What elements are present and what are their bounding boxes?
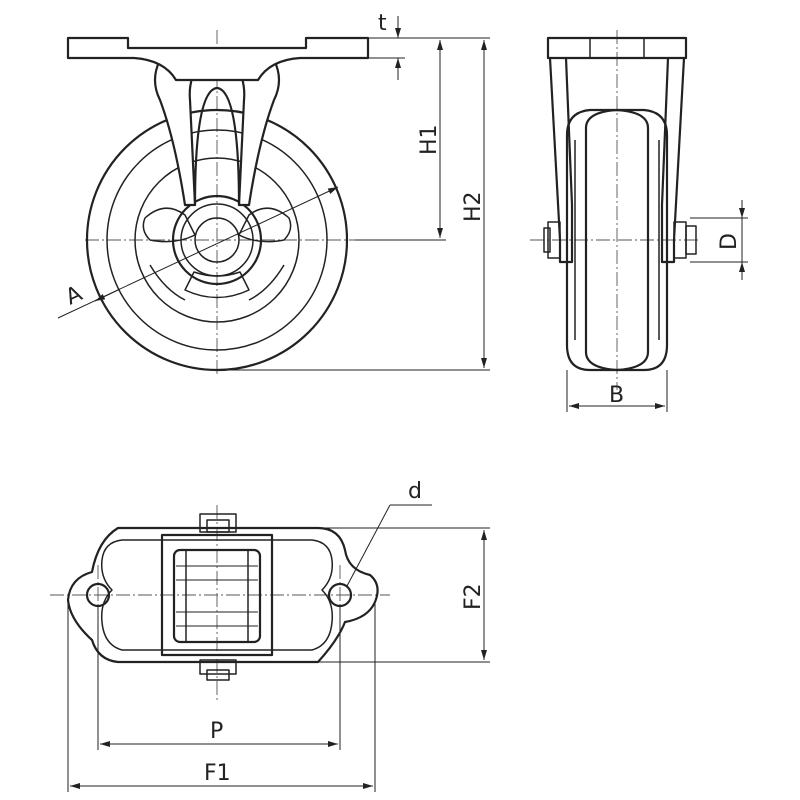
- axle-head-top-inner: [206, 519, 230, 533]
- spoke-rib-left: [149, 264, 186, 301]
- front-view: t H1 H2 A: [57, 11, 490, 375]
- dim-label-d: D: [717, 233, 742, 250]
- dim-d-small-leader: [346, 504, 391, 587]
- dim-label-b: B: [609, 383, 624, 408]
- spoke-window-right: [238, 207, 292, 243]
- dim-label-t: t: [378, 11, 387, 36]
- axle-bolt-end: [685, 225, 697, 255]
- side-wheel-outline: [565, 108, 669, 372]
- hub-middle: [180, 203, 254, 277]
- spoke-window-left: [142, 207, 196, 243]
- spoke-rib-right: [248, 264, 285, 301]
- wheel-tire-inner: [106, 129, 328, 351]
- axle-nut-left-cap: [543, 227, 551, 253]
- mounting-plate-side: [546, 36, 688, 60]
- dim-label-h2: H2: [461, 191, 486, 222]
- mounting-plate-inner-rim: [100, 539, 334, 651]
- axle-head-bottom: [199, 659, 237, 675]
- dim-a-arrow-left: [94, 288, 121, 302]
- dim-label-f1: F1: [204, 761, 231, 786]
- fork-housing-top: [160, 533, 274, 657]
- spoke-window-bottom: [184, 271, 250, 299]
- side-tire-profile: [584, 108, 650, 372]
- dim-label-f2: F2: [461, 583, 486, 610]
- dim-label-h1: H1: [417, 124, 442, 155]
- dim-label-d-small: d: [408, 479, 422, 504]
- wheel-rim: [134, 157, 300, 323]
- dim-label-p: P: [210, 719, 223, 744]
- mounting-plate-top: [66, 526, 379, 664]
- top-view: d F2 P F1: [50, 479, 490, 792]
- axle-nut-left: [547, 221, 561, 259]
- wheel-top: [172, 548, 262, 644]
- hub-outer: [171, 194, 263, 286]
- side-fork-left: [548, 56, 574, 264]
- mounting-plate-front: [66, 36, 370, 82]
- side-view: D B: [530, 30, 748, 412]
- axle-tip-bottom: [206, 669, 230, 681]
- axle-hole: [194, 217, 240, 263]
- side-fork-right: [660, 56, 686, 264]
- fork-inner-arch: [193, 86, 241, 207]
- axle-head-top: [199, 513, 237, 533]
